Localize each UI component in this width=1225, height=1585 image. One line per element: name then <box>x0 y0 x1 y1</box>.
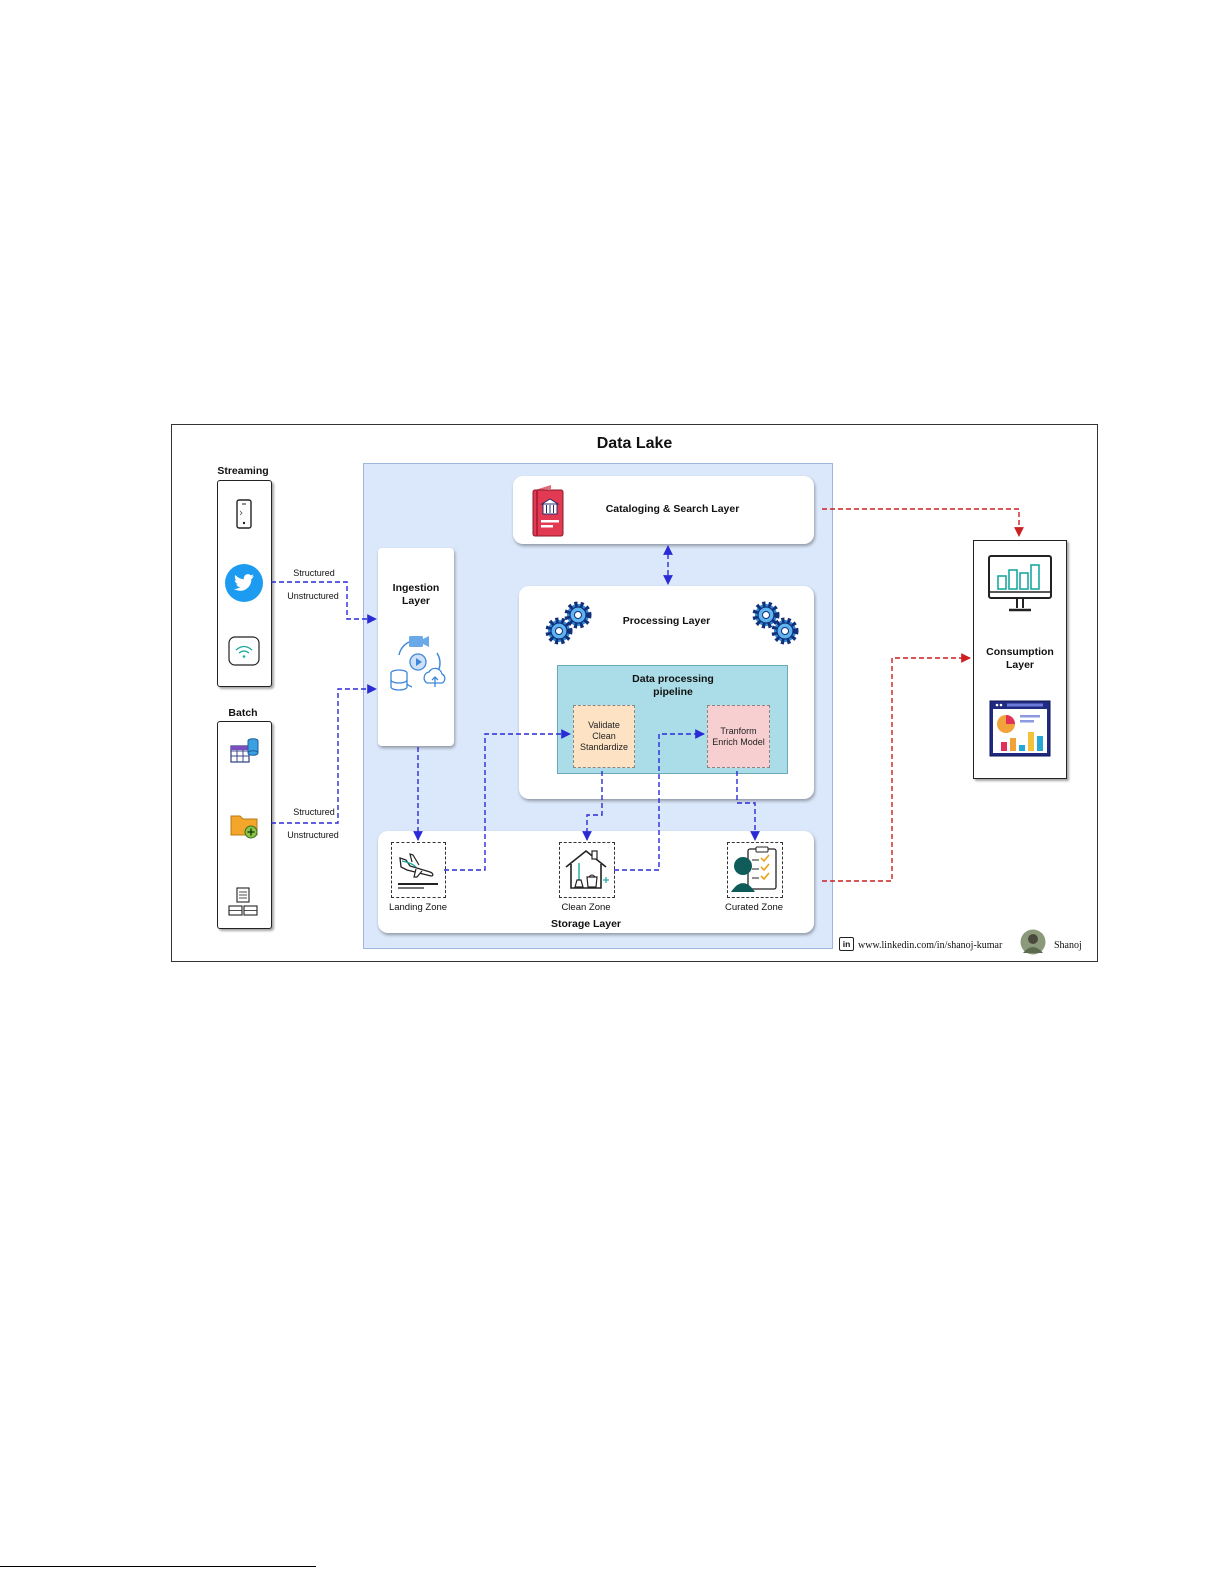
landing-zone-box <box>391 842 446 898</box>
streaming-structured-label: Structured <box>293 568 335 578</box>
step-transform: Tranform <box>720 725 757 736</box>
ingestion-media-icon <box>390 636 446 691</box>
consumption-layer-panel: Consumption Layer <box>973 540 1067 779</box>
storage-layer-label: Storage Layer <box>550 918 622 930</box>
house-cleaning-icon <box>565 849 609 889</box>
mobile-phone-icon <box>236 499 252 529</box>
footnote-rule <box>0 1566 316 1567</box>
catalog-book-icon <box>532 485 564 537</box>
batch-sources-box <box>217 721 272 929</box>
author-name: Shanoj <box>1054 940 1082 951</box>
pipeline-label: Data processing pipeline <box>632 673 714 698</box>
consumption-layer-label: Consumption Layer <box>986 646 1054 671</box>
linkedin-icon[interactable]: in <box>839 937 854 951</box>
step-standardize: Standardize <box>579 742 629 752</box>
step-enrich-model: Enrich Model <box>712 736 765 747</box>
catalog-to-consumption-connector <box>822 508 1024 537</box>
ingestion-layer-panel: Ingestion Layer <box>378 548 454 746</box>
dashboard-icon <box>989 700 1051 757</box>
validate-clean-standardize-step: Validate Clean Standardize <box>573 705 635 768</box>
gears-icon <box>752 601 799 645</box>
step-validate: Validate <box>588 720 620 730</box>
server-document-icon <box>228 887 258 916</box>
database-table-icon <box>230 738 259 763</box>
monitor-chart-icon <box>988 555 1052 612</box>
streaming-sources-box <box>217 480 272 687</box>
batch-to-ingestion-connector <box>271 684 377 824</box>
curated-zone-label: Curated Zone <box>724 902 784 913</box>
airplane-landing-icon <box>398 853 438 889</box>
transform-enrich-model-step: Tranform Enrich Model <box>707 705 770 768</box>
batch-label: Batch <box>228 707 258 719</box>
processing-layer-panel: Processing Layer Data processing pipelin… <box>519 586 814 799</box>
data-lake-frame: Data Lake Streaming Batch <box>171 424 1098 962</box>
curated-zone-box <box>727 842 783 898</box>
streaming-unstructured-label: Unstructured <box>287 591 339 601</box>
step-clean: Clean <box>592 731 616 741</box>
diagram-title: Data Lake <box>596 435 673 452</box>
data-processing-pipeline: Data processing pipeline Validate Clean … <box>557 665 788 774</box>
gears-icon <box>545 601 592 645</box>
twitter-bird-icon <box>225 564 263 602</box>
clean-zone-box <box>559 842 615 898</box>
linkedin-url-link[interactable]: www.linkedin.com/in/shanoj-kumar <box>858 940 1003 951</box>
storage-layer-panel: Landing Zone Clean Zone <box>378 831 814 933</box>
storage-to-consumption-connector <box>822 653 971 882</box>
ingestion-layer-label: Ingestion Layer <box>392 582 440 607</box>
folder-add-icon <box>230 815 258 839</box>
linkedin-badge-text: in <box>842 939 851 949</box>
landing-zone-label: Landing Zone <box>388 902 448 913</box>
wifi-icon <box>228 636 260 666</box>
author-avatar-icon <box>1020 929 1046 955</box>
cataloging-layer-panel: Cataloging & Search Layer <box>513 476 814 544</box>
curator-checklist-icon <box>731 846 777 892</box>
batch-structured-label: Structured <box>293 807 335 817</box>
batch-unstructured-label: Unstructured <box>287 830 339 840</box>
cataloging-layer-label: Cataloging & Search Layer <box>605 503 740 515</box>
processing-layer-label: Processing Layer <box>622 615 711 627</box>
streaming-label: Streaming <box>217 465 269 477</box>
clean-zone-label: Clean Zone <box>561 902 611 913</box>
